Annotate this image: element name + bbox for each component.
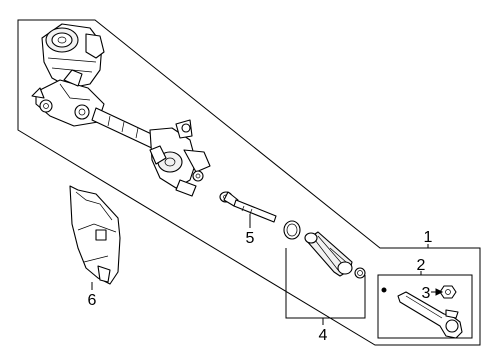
assembly-frame xyxy=(17,19,481,346)
callout-6: 6 xyxy=(88,292,97,309)
boot-kit-bracket xyxy=(285,248,366,319)
inner-tie-rod xyxy=(219,191,277,223)
kit-washer xyxy=(381,287,387,293)
steering-rack-assembly xyxy=(31,23,211,197)
callout-2: 2 xyxy=(417,257,426,274)
tie-rod-kit-box xyxy=(377,274,473,339)
callout-1: 1 xyxy=(424,229,433,246)
heat-shield xyxy=(69,185,121,285)
callout-5: 5 xyxy=(246,230,255,247)
steering-boot-kit xyxy=(283,220,366,279)
callout-4: 4 xyxy=(319,327,328,344)
outer-tie-rod-end xyxy=(397,291,463,339)
leader-3-arrowhead xyxy=(435,288,444,296)
callout-3: 3 xyxy=(422,285,431,302)
